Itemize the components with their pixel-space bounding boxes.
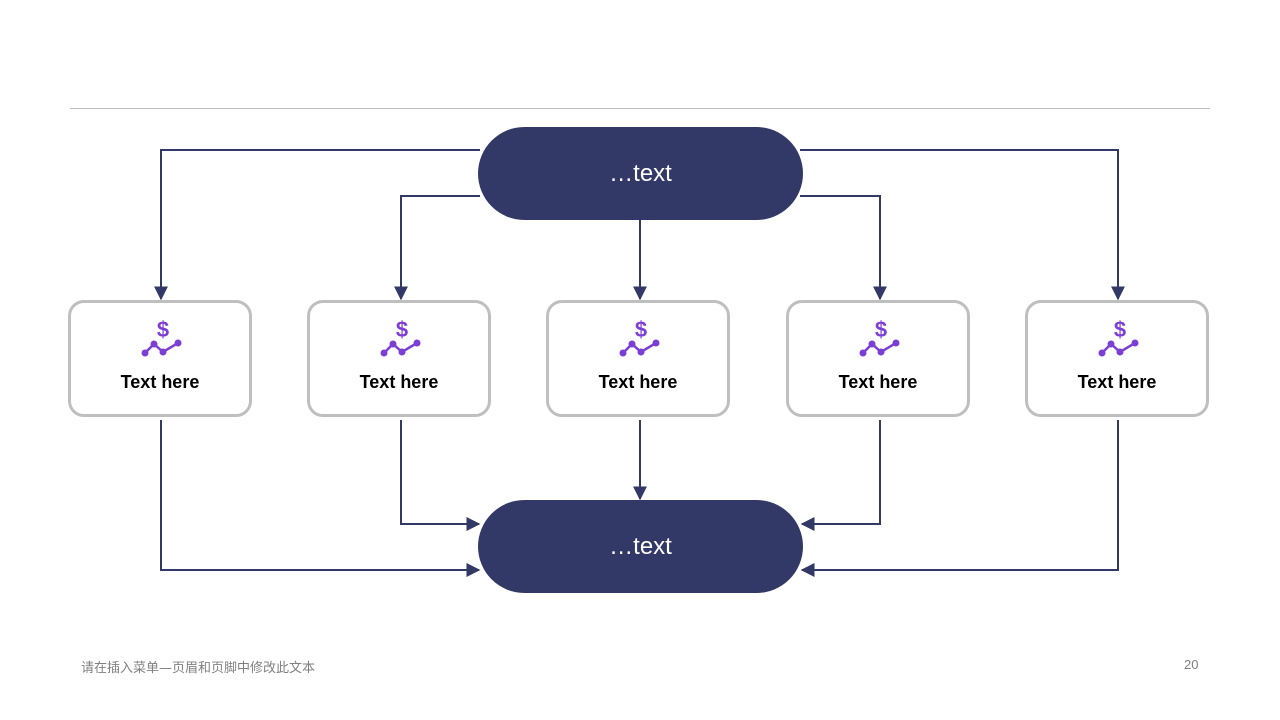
card-3: $ Text here	[546, 300, 730, 417]
connector-card-5-to-bottom	[800, 420, 1119, 577]
bottom-node: …text	[478, 500, 803, 593]
top-node: …text	[478, 127, 803, 220]
card-1-label: Text here	[120, 372, 200, 392]
card-2: $ Text here	[307, 300, 491, 417]
top-node-label: …text	[609, 159, 672, 187]
dollar-trend-icon: $	[141, 317, 182, 357]
bottom-node-label: …text	[609, 532, 672, 560]
card-2-label: Text here	[359, 372, 439, 392]
dollar-trend-icon: $	[619, 317, 660, 357]
card-5-label: Text here	[1077, 372, 1157, 392]
svg-text:$: $	[157, 317, 169, 342]
page-number: 20	[1184, 657, 1199, 672]
card-1: $ Text here	[68, 300, 252, 417]
svg-text:$: $	[1114, 317, 1126, 342]
svg-text:$: $	[875, 317, 887, 342]
card-3-label: Text here	[598, 372, 678, 392]
dollar-trend-icon: $	[380, 317, 421, 357]
connector-top-to-card-5	[800, 149, 1125, 301]
connector-top-to-card-1	[154, 149, 480, 301]
header-divider	[70, 108, 1210, 109]
card-4-label: Text here	[838, 372, 918, 392]
connector-top-to-card-4	[800, 195, 887, 301]
connector-card-4-to-bottom	[800, 420, 881, 531]
svg-text:$: $	[396, 317, 408, 342]
dollar-trend-icon: $	[1098, 317, 1139, 357]
connector-card-1-to-bottom	[160, 420, 481, 577]
card-4: $ Text here	[786, 300, 970, 417]
footer-text: 请在插入菜单—页眉和页脚中修改此文本	[81, 661, 316, 676]
connector-top-to-card-2	[394, 195, 480, 301]
dollar-trend-icon: $	[859, 317, 900, 357]
svg-text:$: $	[635, 317, 647, 342]
connector-card-2-to-bottom	[400, 420, 481, 531]
card-5: $ Text here	[1025, 300, 1209, 417]
